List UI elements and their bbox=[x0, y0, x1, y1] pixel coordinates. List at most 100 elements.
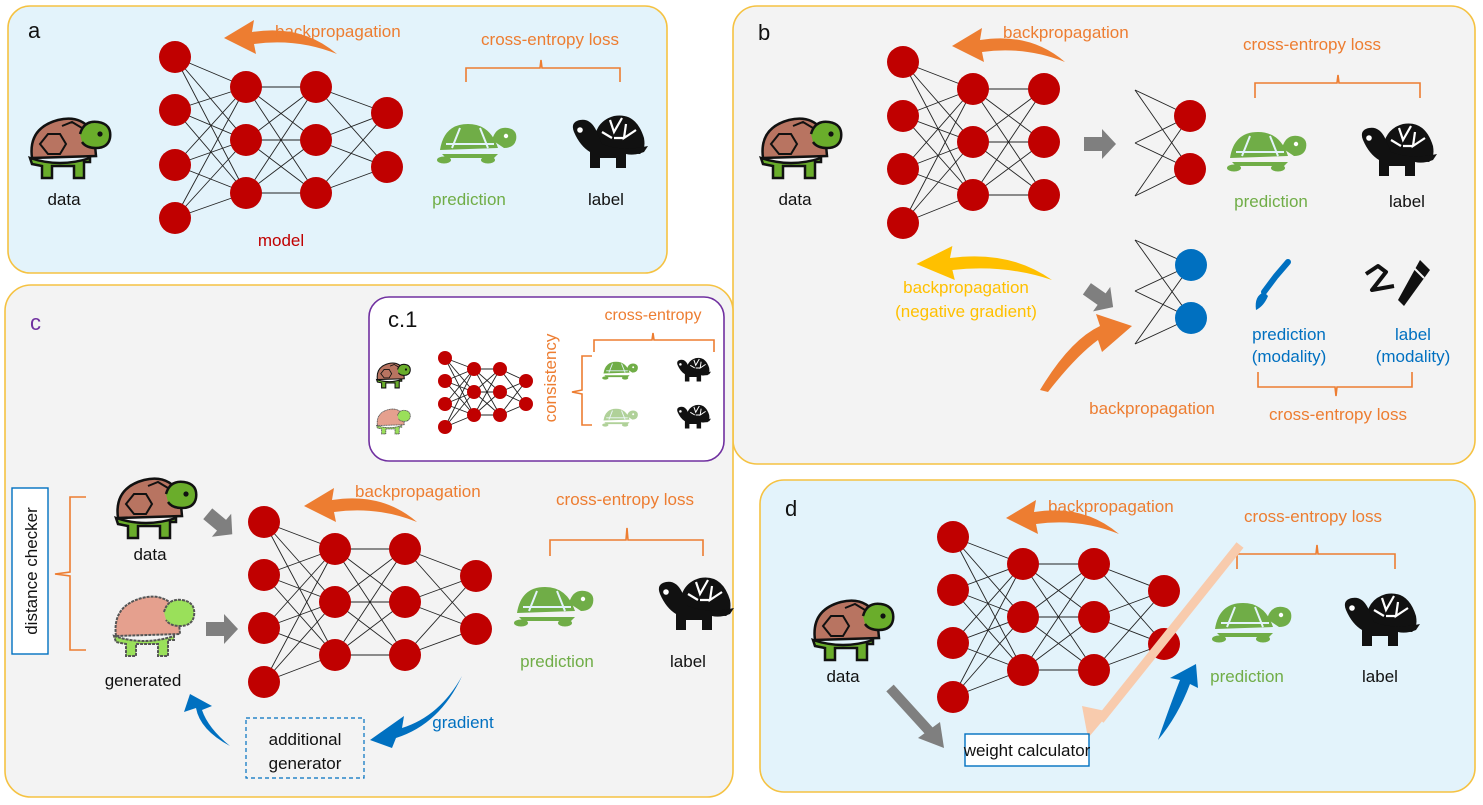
network-edge bbox=[952, 563, 1024, 698]
network-node bbox=[460, 560, 492, 592]
network-edge bbox=[263, 601, 336, 683]
network-node bbox=[371, 97, 403, 129]
network-node bbox=[319, 533, 351, 565]
label-label: label bbox=[1362, 667, 1398, 686]
network-node bbox=[1028, 179, 1060, 211]
network-node bbox=[389, 639, 421, 671]
panel-d-label: d bbox=[785, 496, 797, 521]
data-to-weight-arrow bbox=[886, 684, 934, 736]
panel-c1: c.1 cross-entropy consistency bbox=[368, 296, 725, 462]
backprop-label: backpropagation bbox=[1048, 497, 1174, 516]
network-node bbox=[230, 177, 262, 209]
network-node bbox=[493, 362, 507, 376]
modality-prediction-label-line1: prediction bbox=[1252, 325, 1326, 344]
network-edge bbox=[952, 616, 1024, 698]
network-node bbox=[438, 420, 452, 434]
weight-feedback-arrow bbox=[1158, 664, 1198, 740]
network-node bbox=[519, 374, 533, 388]
panel-b-label: b bbox=[758, 20, 770, 45]
network-edge bbox=[952, 563, 1024, 644]
paintbrush-icon bbox=[1255, 259, 1291, 310]
network-edge bbox=[245, 86, 317, 194]
network-edge bbox=[972, 88, 1045, 196]
network-edge bbox=[174, 139, 247, 219]
network-edge bbox=[499, 380, 527, 416]
neural-network-backbone bbox=[887, 46, 1060, 239]
network-edge bbox=[902, 141, 974, 224]
neural-network-model bbox=[248, 506, 492, 698]
label-label: label bbox=[588, 190, 624, 209]
network-edge bbox=[444, 368, 475, 428]
network-edge bbox=[174, 109, 247, 194]
network-node bbox=[1007, 548, 1039, 580]
data-label: data bbox=[778, 190, 812, 209]
cross-entropy-brace bbox=[593, 332, 715, 352]
network-node bbox=[438, 397, 452, 411]
network-node bbox=[1028, 126, 1060, 158]
panel-c: c c.1 cross-entropy consistency distance… bbox=[4, 284, 736, 798]
network-edge bbox=[473, 368, 501, 416]
network-node bbox=[319, 639, 351, 671]
network-node bbox=[957, 126, 989, 158]
network-node bbox=[300, 177, 332, 209]
network-node bbox=[1175, 302, 1207, 334]
panel-d-frame bbox=[759, 479, 1476, 793]
label-label: label bbox=[1389, 192, 1425, 211]
network-node bbox=[493, 385, 507, 399]
data-label: data bbox=[826, 667, 860, 686]
backprop-label: backpropagation bbox=[355, 482, 481, 501]
network-node bbox=[937, 681, 969, 713]
data-label: data bbox=[133, 545, 167, 564]
cross-entropy-label: cross-entropy bbox=[605, 307, 702, 324]
negative-backprop-label-line2: (negative gradient) bbox=[895, 302, 1037, 321]
network-edge bbox=[174, 86, 247, 219]
loss-label: cross-entropy loss bbox=[556, 490, 694, 509]
network-node bbox=[1007, 601, 1039, 633]
panel-a: a data backpropagation model cross-entro… bbox=[7, 5, 668, 274]
loss-to-weight-arrow bbox=[1096, 542, 1244, 723]
network-edge bbox=[444, 391, 475, 428]
loss-label: cross-entropy loss bbox=[481, 30, 619, 49]
loss-brace bbox=[1254, 74, 1421, 98]
additional-generator-box bbox=[245, 717, 365, 779]
network-edge bbox=[1093, 590, 1165, 671]
loss-brace bbox=[549, 527, 704, 556]
generator-feedback-arrow bbox=[184, 694, 230, 746]
network-node bbox=[467, 385, 481, 399]
network-node bbox=[467, 362, 481, 376]
neural-network-model bbox=[937, 521, 1180, 713]
network-edge bbox=[902, 61, 974, 143]
modality-loss-label: cross-entropy loss bbox=[1269, 405, 1407, 424]
weight-calculator-label: weight calculator bbox=[963, 741, 1091, 760]
backprop-label: backpropagation bbox=[1003, 23, 1129, 42]
network-node bbox=[159, 202, 191, 234]
modality-backprop-label: backpropagation bbox=[1089, 399, 1215, 418]
consistency-label: consistency bbox=[541, 333, 560, 422]
network-node bbox=[300, 71, 332, 103]
modality-head bbox=[1134, 239, 1207, 345]
network-node bbox=[1174, 153, 1206, 185]
network-node bbox=[519, 397, 533, 411]
label-label: label bbox=[670, 652, 706, 671]
loss-brace bbox=[465, 59, 621, 82]
modality-label-label-line1: label bbox=[1395, 325, 1431, 344]
network-node bbox=[467, 408, 481, 422]
network-edge bbox=[902, 88, 974, 224]
prediction-label: prediction bbox=[520, 652, 594, 671]
network-node bbox=[957, 179, 989, 211]
network-edge bbox=[263, 548, 336, 683]
modality-prediction-label-line2: (modality) bbox=[1252, 347, 1327, 366]
generator-label-line2: generator bbox=[269, 754, 342, 773]
network-edge bbox=[315, 112, 388, 194]
network-node bbox=[1078, 601, 1110, 633]
negative-backprop-label-line1: backpropagation bbox=[903, 278, 1029, 297]
network-node bbox=[1078, 654, 1110, 686]
modality-label-label-line2: (modality) bbox=[1376, 347, 1451, 366]
modality-loss-brace bbox=[1257, 372, 1413, 397]
panel-c1-frame bbox=[368, 296, 725, 462]
network-node bbox=[230, 124, 262, 156]
network-node bbox=[230, 71, 262, 103]
network-edge bbox=[404, 575, 477, 656]
network-edge bbox=[444, 368, 475, 405]
